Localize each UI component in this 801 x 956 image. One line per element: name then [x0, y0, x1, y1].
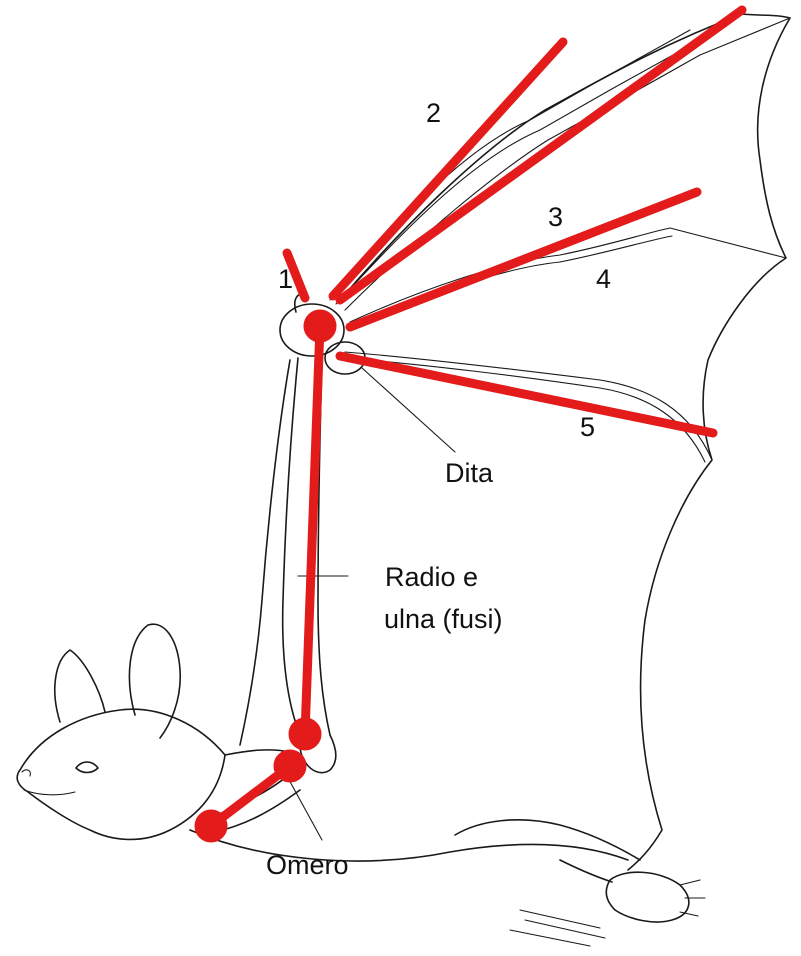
overlay-digit-5 — [340, 356, 713, 433]
leg-sketch — [560, 860, 612, 882]
wing-membrane-edge — [628, 14, 790, 870]
forearm-sketch — [283, 358, 300, 735]
bat-body — [190, 750, 628, 861]
digit-3-bone — [345, 18, 790, 310]
bat-claws — [680, 880, 705, 916]
label-digit-3: 3 — [548, 202, 563, 232]
label-radio-line2: ulna (fusi) — [384, 604, 503, 634]
label-digit-1: 1 — [278, 264, 293, 294]
joint-shoulder — [195, 810, 227, 842]
bat-ear-right — [129, 624, 180, 738]
bat-foot — [606, 872, 689, 922]
digit-2-bone — [330, 30, 690, 300]
bat-nose — [22, 770, 30, 776]
bat-eye — [76, 762, 98, 773]
bone-overlay — [195, 10, 742, 842]
bat-sketch — [17, 14, 790, 946]
joint-elbow-lower — [274, 750, 306, 782]
bat-head — [17, 709, 225, 839]
digit-4-bone-b — [350, 236, 672, 330]
label-digit-5: 5 — [580, 412, 595, 442]
label-dita: Dita — [445, 458, 494, 488]
bat-ear-left — [55, 650, 105, 722]
joint-wrist — [304, 310, 336, 342]
omero-leader-line — [288, 778, 322, 840]
joint-elbow-upper — [289, 718, 321, 750]
label-radio-line1: Radio e — [385, 562, 478, 592]
label-digit-4: 4 — [596, 264, 611, 294]
label-omero: Omero — [266, 850, 349, 880]
propatagium — [240, 360, 290, 745]
tail-lines — [510, 910, 605, 946]
digit-5-bone-b — [345, 358, 705, 462]
label-digit-2: 2 — [426, 98, 441, 128]
